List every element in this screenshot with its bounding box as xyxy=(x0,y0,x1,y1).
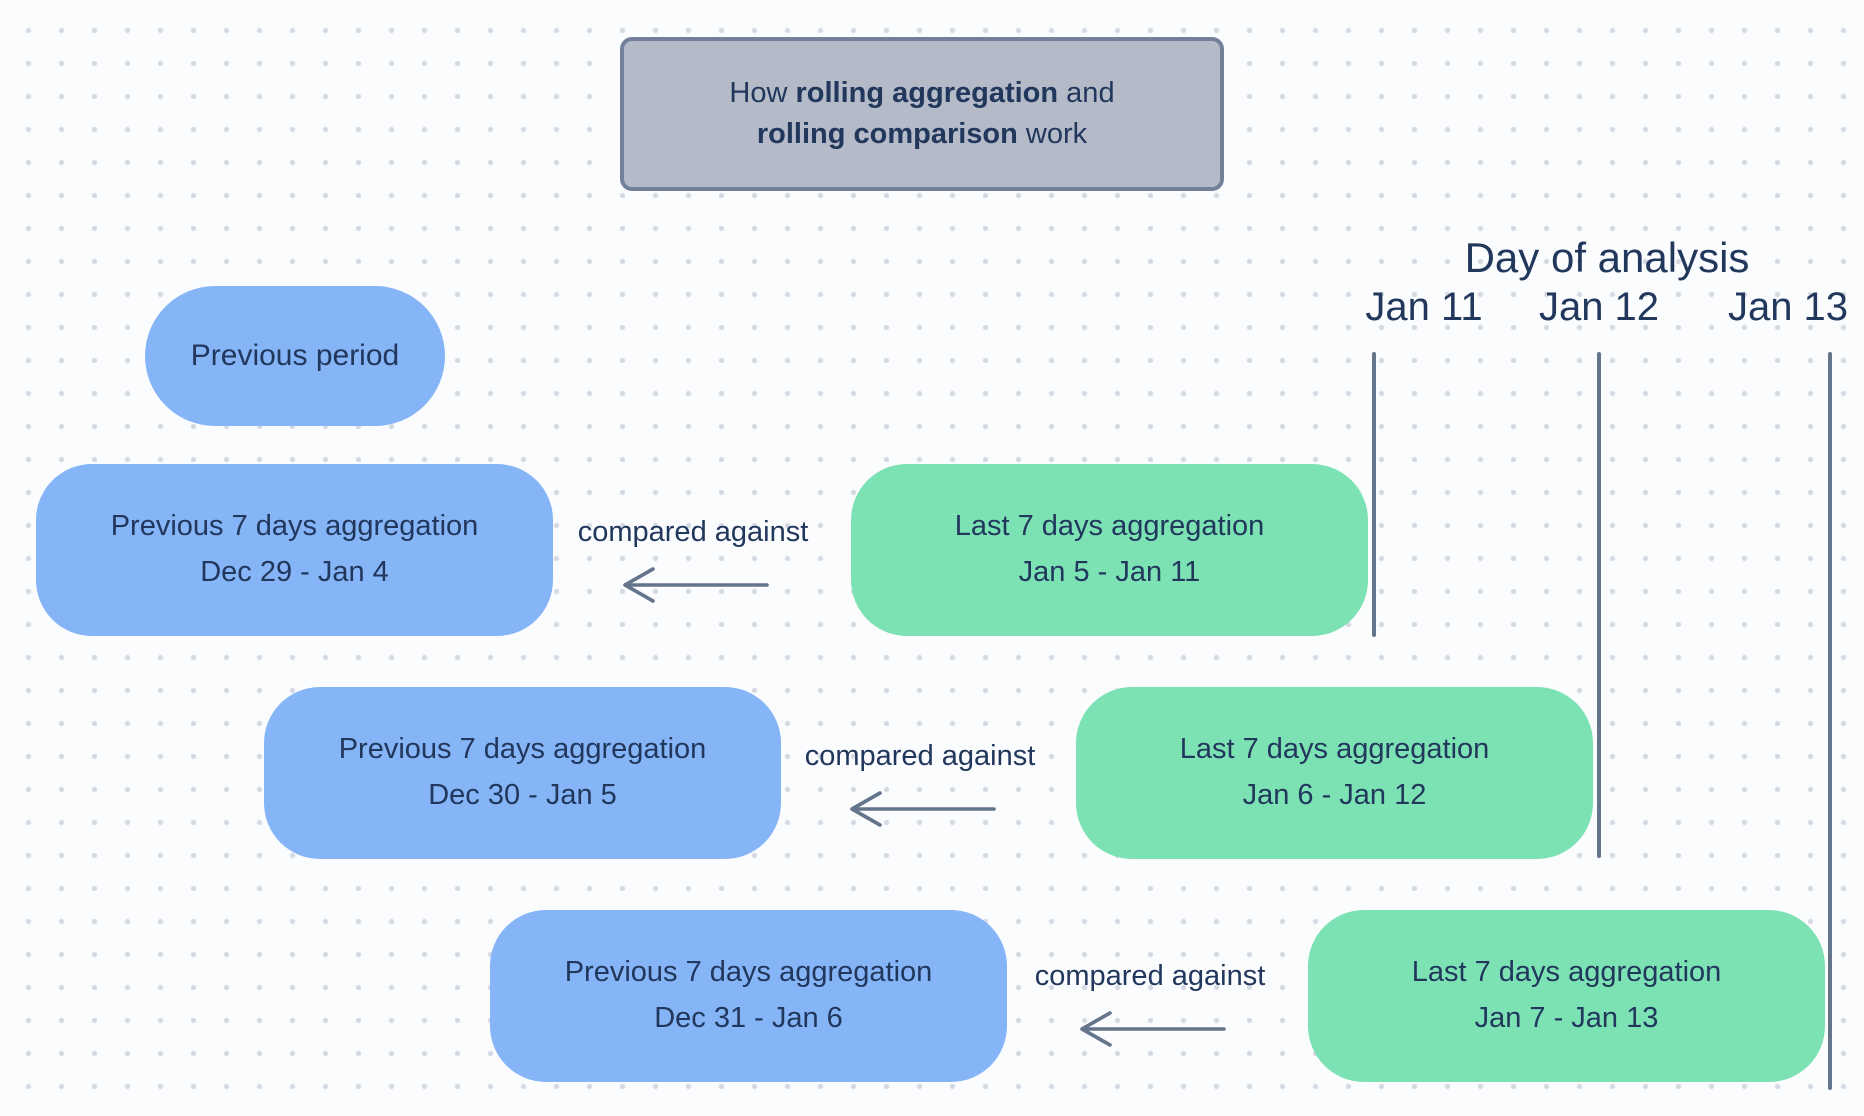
previous-aggregation-box-row2: Previous 7 days aggregation Dec 30 - Jan… xyxy=(264,687,781,859)
analysis-date-jan-12: Jan 12 xyxy=(1538,285,1660,329)
analysis-day-line-jan-11 xyxy=(1372,352,1376,637)
compared-against-row3: compared against xyxy=(1030,960,1270,1049)
box-line1: Previous 7 days aggregation xyxy=(110,510,479,543)
compared-against-row1: compared against xyxy=(573,516,813,605)
box-line2: Dec 29 - Jan 4 xyxy=(200,556,389,588)
diagram-title: How rolling aggregation and rolling comp… xyxy=(620,37,1224,191)
compared-against-row2: compared against xyxy=(800,740,1040,829)
box-line2: Dec 30 - Jan 5 xyxy=(428,779,617,811)
analysis-day-line-jan-12 xyxy=(1597,352,1601,858)
compared-against-label: compared against xyxy=(577,516,809,548)
previous-aggregation-box-row3: Previous 7 days aggregation Dec 31 - Jan… xyxy=(490,910,1007,1082)
last-aggregation-box-row3: Last 7 days aggregation Jan 7 - Jan 13 xyxy=(1308,910,1825,1082)
left-arrow-icon xyxy=(850,791,996,827)
previous-period-label: Previous period xyxy=(190,339,400,372)
day-of-analysis-label: Day of analysis xyxy=(1464,234,1750,281)
left-arrow-icon xyxy=(1080,1011,1226,1047)
last-aggregation-box-row2: Last 7 days aggregation Jan 6 - Jan 12 xyxy=(1076,687,1593,859)
box-line2: Dec 31 - Jan 6 xyxy=(654,1002,843,1034)
box-line1: Previous 7 days aggregation xyxy=(338,733,707,766)
box-line1: Last 7 days aggregation xyxy=(1411,956,1722,989)
left-arrow-icon xyxy=(623,567,769,603)
box-line1: Last 7 days aggregation xyxy=(1179,733,1490,766)
compared-against-label: compared against xyxy=(804,740,1036,772)
box-line2: Jan 6 - Jan 12 xyxy=(1242,779,1427,811)
diagram-title-text: How rolling aggregation and rolling comp… xyxy=(729,76,1115,150)
compared-against-label: compared against xyxy=(1034,960,1266,992)
previous-aggregation-box-row1: Previous 7 days aggregation Dec 29 - Jan… xyxy=(36,464,553,636)
box-line2: Jan 7 - Jan 13 xyxy=(1474,1002,1659,1034)
box-line1: Previous 7 days aggregation xyxy=(564,956,933,989)
previous-period-legend: Previous period xyxy=(145,286,445,426)
analysis-date-jan-13: Jan 13 xyxy=(1727,285,1849,329)
analysis-date-jan-11: Jan 11 xyxy=(1365,285,1483,329)
box-line1: Last 7 days aggregation xyxy=(954,510,1265,543)
analysis-day-line-jan-13 xyxy=(1828,352,1832,1090)
last-aggregation-box-row1: Last 7 days aggregation Jan 5 - Jan 11 xyxy=(851,464,1368,636)
box-line2: Jan 5 - Jan 11 xyxy=(1018,556,1201,588)
